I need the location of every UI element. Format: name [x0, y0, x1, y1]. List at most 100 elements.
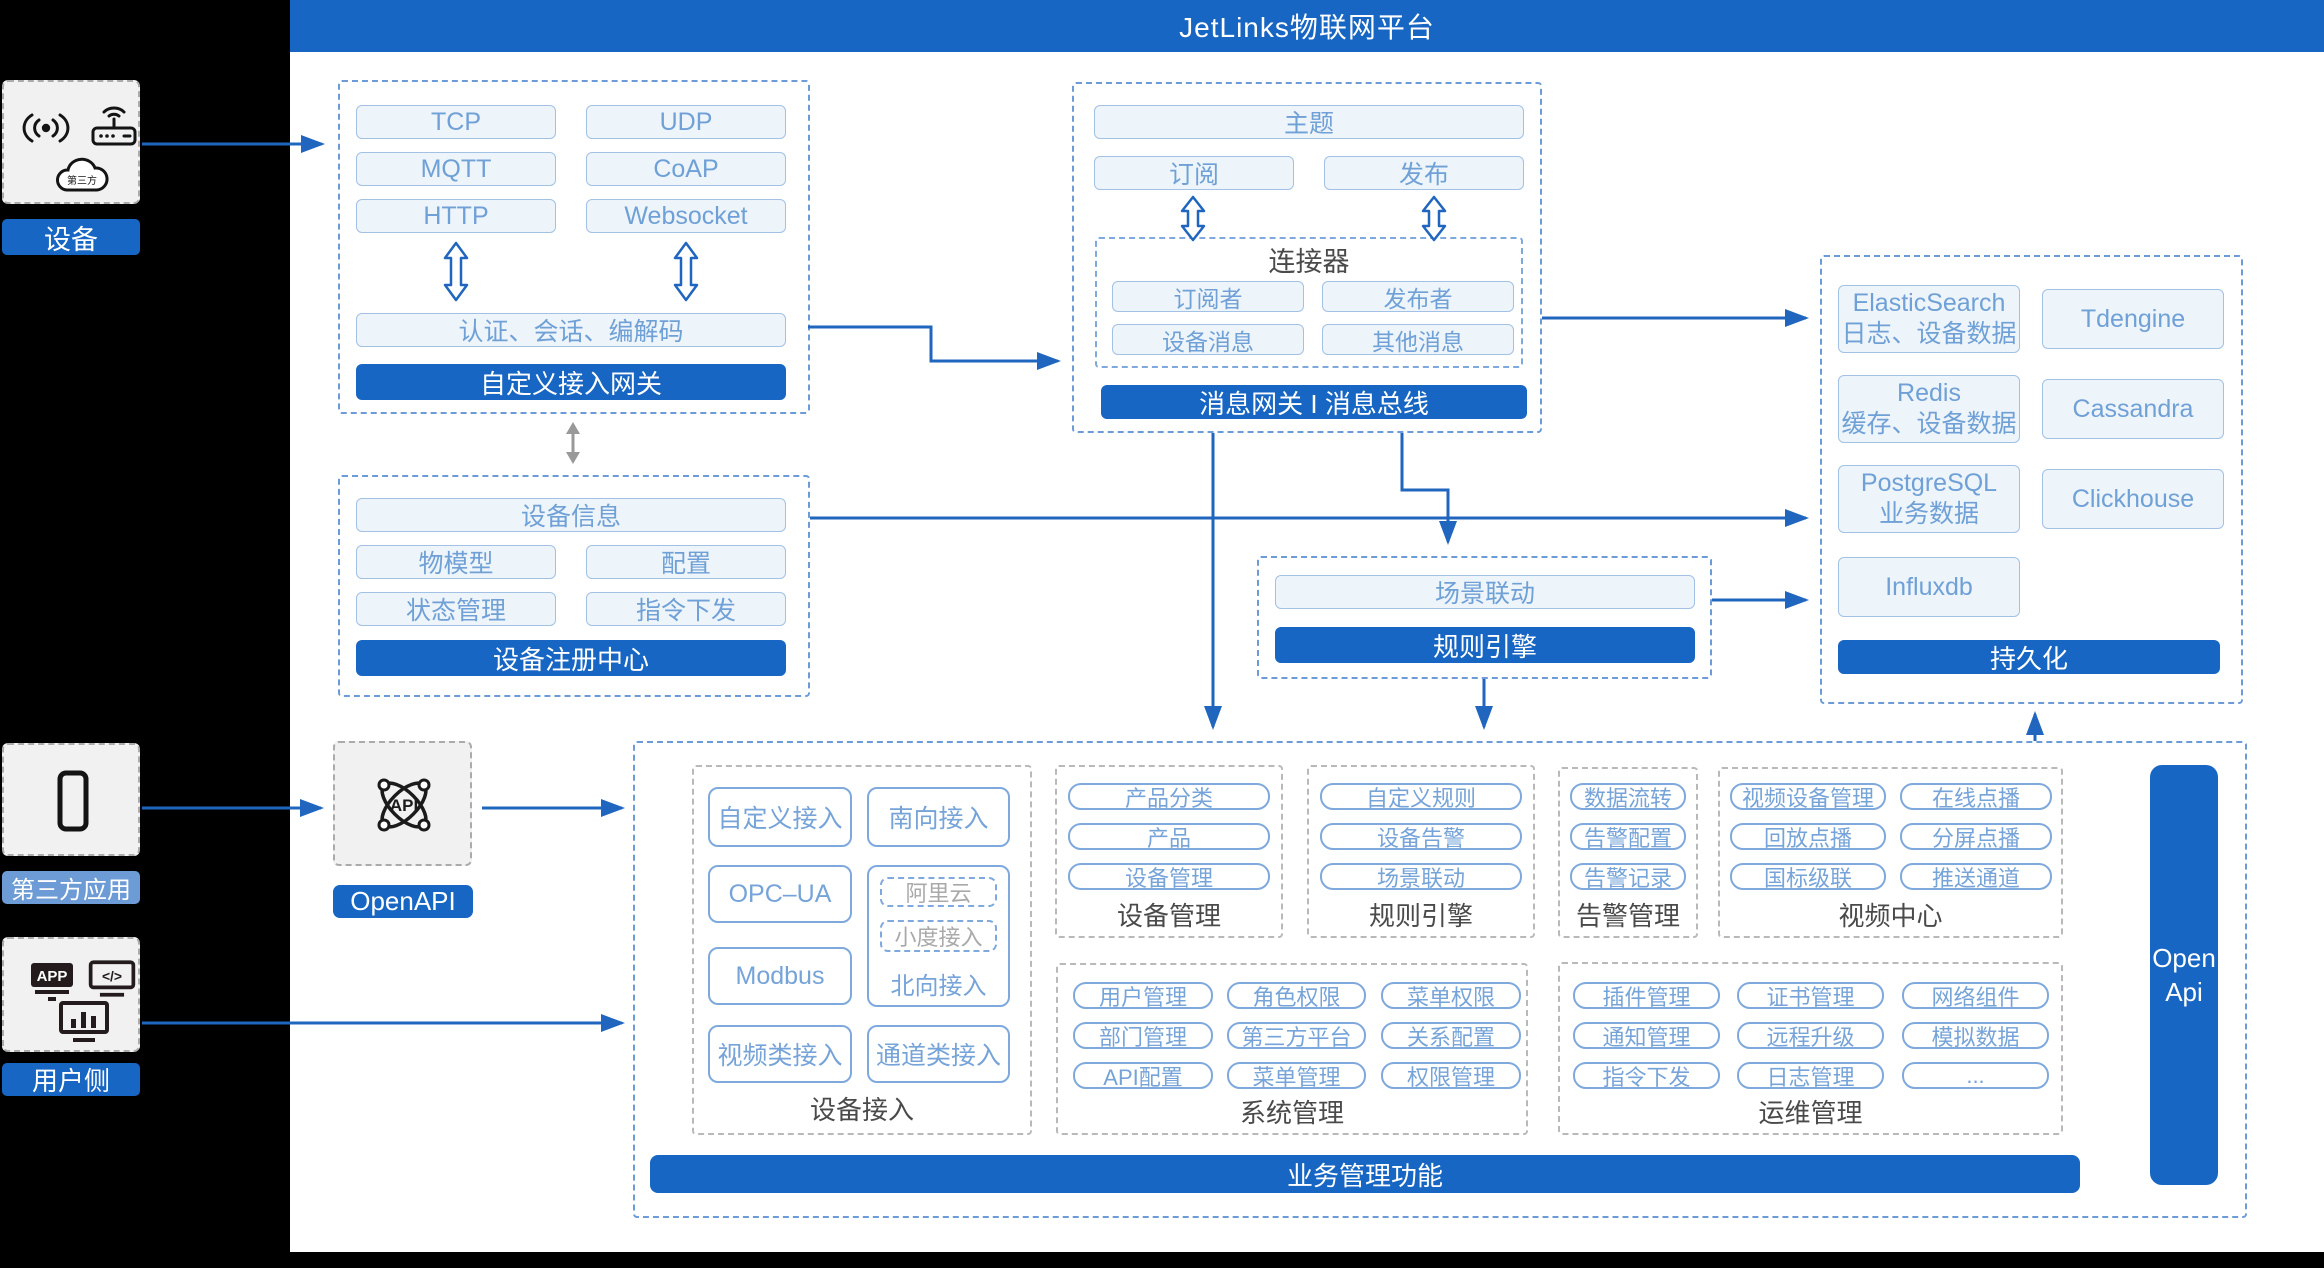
item-more: ...	[1902, 1062, 2049, 1089]
cloud-icon: 第三方	[56, 157, 109, 192]
device-registry-title-bar: 设备注册中心	[356, 640, 786, 676]
item-menu-mgmt: 菜单管理	[1227, 1062, 1366, 1090]
section-ops-mgmt-label: 运维管理	[1758, 1097, 1863, 1128]
section-alarm-mgmt-label: 告警管理	[1575, 900, 1680, 931]
rule-engine-title-bar: 规则引擎	[1275, 627, 1695, 663]
item-menu-perm: 菜单权限	[1381, 982, 1521, 1010]
access-custom: 自定义接入	[708, 787, 852, 847]
access-gateway-title-bar: 自定义接入网关	[356, 364, 786, 400]
store-influxdb: Influxdb	[1838, 557, 2020, 617]
business-bottom-bar: 业务管理功能	[650, 1155, 2080, 1193]
connector-title: 连接器	[1268, 246, 1350, 277]
item-dept-mgmt: 部门管理	[1073, 1022, 1213, 1050]
user-side-label: 用户侧	[2, 1063, 140, 1096]
item-product-category: 产品分类	[1068, 783, 1270, 811]
svg-text:API: API	[390, 796, 418, 815]
item-custom-rule: 自定义规则	[1320, 783, 1522, 811]
auth-session-codec-box: 认证、会话、编解码	[356, 313, 786, 347]
page-title: JetLinks物联网平台	[290, 0, 2324, 52]
store-cassandra: Cassandra	[2042, 379, 2224, 439]
other-message-box: 其他消息	[1322, 324, 1514, 355]
protocol-tcp: TCP	[356, 105, 556, 139]
openapi-label: OpenAPI	[333, 885, 473, 918]
item-scene-linkage: 场景联动	[1320, 863, 1522, 891]
openapi-node-box: API	[333, 741, 472, 866]
config-box: 配置	[586, 545, 786, 579]
item-user-mgmt: 用户管理	[1073, 982, 1213, 1010]
store-name: Redis	[1897, 379, 1961, 407]
item-mock-data: 模拟数据	[1902, 1022, 2049, 1050]
device-side-label: 设备	[2, 219, 140, 255]
item-device-alarm: 设备告警	[1320, 823, 1522, 851]
device-registry-box	[338, 475, 810, 697]
open-api-vertical-bar: Open Api	[2150, 765, 2218, 1185]
item-cert-mgmt: 证书管理	[1737, 982, 1884, 1010]
svg-text:APP: APP	[37, 968, 68, 985]
publish-box: 发布	[1324, 156, 1524, 190]
item-role-perm: 角色权限	[1227, 982, 1366, 1010]
store-elasticsearch: ElasticSearch 日志、设备数据	[1838, 285, 2020, 353]
section-device-mgmt-label: 设备管理	[1116, 900, 1221, 931]
item-remote-upgrade: 远程升级	[1737, 1022, 1884, 1050]
access-gateway-box	[338, 80, 810, 414]
protocol-udp: UDP	[586, 105, 786, 139]
protocol-http: HTTP	[356, 199, 556, 233]
protocol-coap: CoAP	[586, 152, 786, 186]
item-network-comp: 网络组件	[1902, 982, 2049, 1010]
access-modbus: Modbus	[708, 947, 852, 1005]
publisher-box: 发布者	[1322, 281, 1514, 312]
subscriber-box: 订阅者	[1112, 281, 1304, 312]
device-message-box: 设备消息	[1112, 324, 1304, 355]
protocol-websocket: Websocket	[586, 199, 786, 233]
open-api-line2: Api	[2165, 977, 2203, 1007]
code-icon: </>	[88, 960, 136, 997]
section-rule-engine-label: 规则引擎	[1368, 900, 1473, 931]
store-tdengine: Tdengine	[2042, 289, 2224, 349]
persistence-box	[1820, 255, 2243, 704]
item-relation-config: 关系配置	[1381, 1022, 1521, 1050]
topic-box: 主题	[1094, 105, 1524, 139]
item-product: 产品	[1068, 823, 1270, 851]
protocol-mqtt: MQTT	[356, 152, 556, 186]
item-live-play: 在线点播	[1900, 783, 2052, 811]
store-clickhouse: Clickhouse	[2042, 469, 2224, 529]
store-desc: 日志、设备数据	[1841, 320, 2017, 348]
access-video: 视频类接入	[708, 1025, 852, 1083]
thing-model-box: 物模型	[356, 545, 556, 579]
item-command-send: 指令下发	[1573, 1062, 1720, 1090]
message-gateway-title-bar: 消息网关 I 消息总线	[1101, 385, 1527, 419]
command-send-box: 指令下发	[586, 592, 786, 626]
store-redis: Redis 缓存、设备数据	[1838, 375, 2020, 443]
item-perm-mgmt: 权限管理	[1381, 1062, 1521, 1090]
store-name: ElasticSearch	[1852, 289, 2006, 317]
access-northbound-label: 北向接入	[890, 972, 987, 1000]
svg-text:第三方: 第三方	[67, 174, 97, 187]
item-third-platform: 第三方平台	[1227, 1022, 1366, 1050]
section-system-mgmt-label: 系统管理	[1239, 1097, 1344, 1128]
smartphone-icon	[57, 770, 89, 832]
app-icon: APP	[31, 963, 73, 1001]
business-box	[633, 741, 2247, 1218]
access-opcua: OPC–UA	[708, 865, 852, 923]
third-party-icons-box	[2, 743, 140, 856]
item-api-config: API配置	[1073, 1062, 1213, 1090]
state-mgmt-box: 状态管理	[356, 592, 556, 626]
router-icon	[91, 106, 137, 146]
persistence-title-bar: 持久化	[1838, 640, 2220, 674]
access-channel: 通道类接入	[867, 1025, 1010, 1083]
section-video-center-label: 视频中心	[1838, 900, 1943, 931]
store-postgresql: PostgreSQL 业务数据	[1838, 465, 2020, 533]
item-split-screen: 分屏点播	[1900, 823, 2052, 851]
item-data-flow: 数据流转	[1570, 783, 1686, 811]
access-southbound: 南向接入	[867, 787, 1010, 847]
item-plugin-mgmt: 插件管理	[1573, 982, 1720, 1010]
store-name: PostgreSQL	[1860, 469, 1998, 497]
scene-linkage-box: 场景联动	[1275, 575, 1695, 609]
item-push-channel: 推送通道	[1900, 863, 2052, 891]
store-desc: 缓存、设备数据	[1841, 410, 2017, 438]
item-playback: 回放点播	[1730, 823, 1886, 851]
open-api-line1: Open	[2152, 943, 2216, 973]
subscribe-box: 订阅	[1094, 156, 1294, 190]
dashboard-icon	[59, 1001, 109, 1042]
message-gateway-box	[1072, 82, 1542, 433]
